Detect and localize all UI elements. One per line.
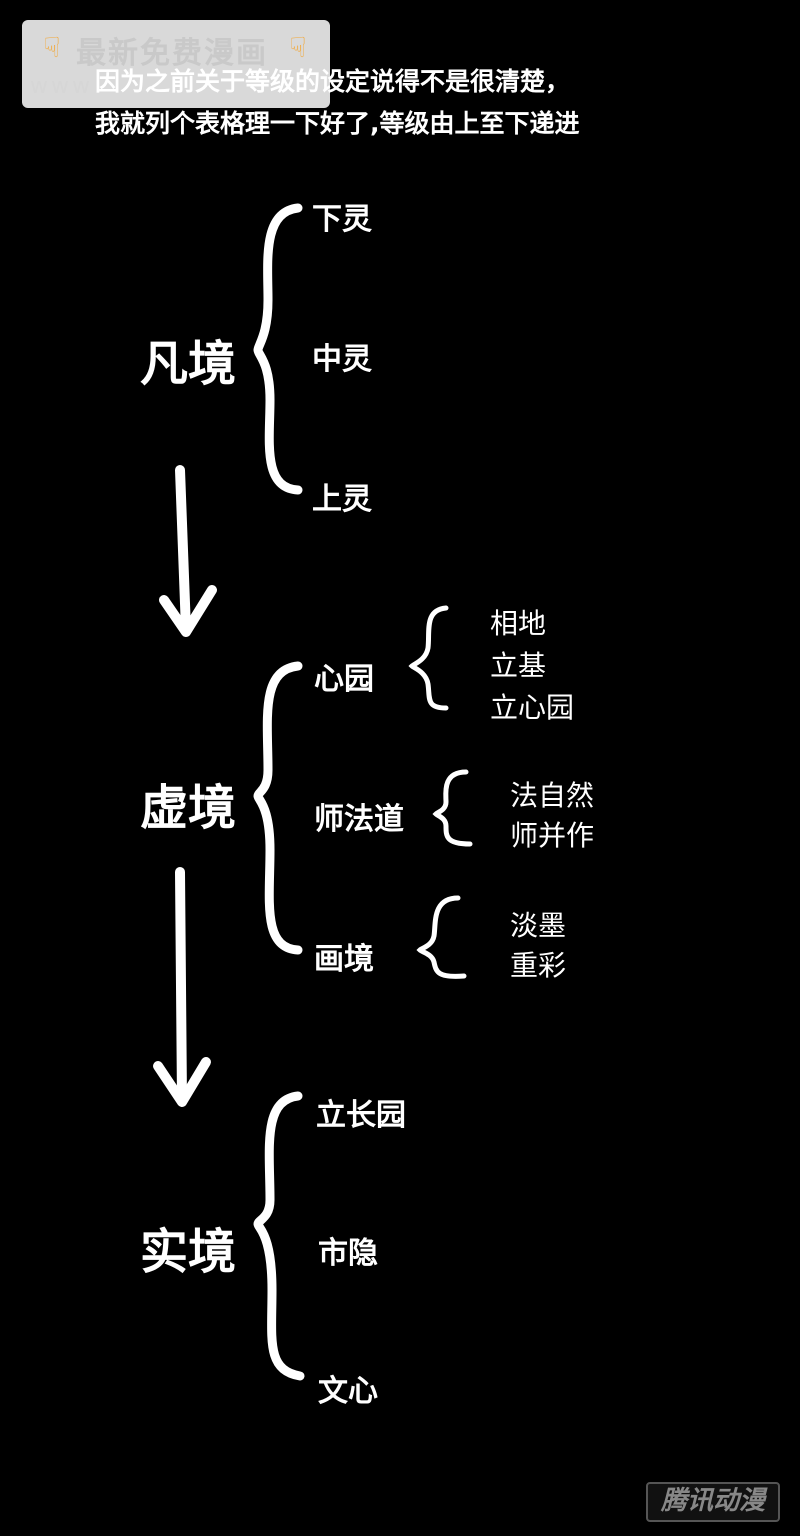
brace-level-3 — [416, 895, 467, 979]
arrow-head-1 — [159, 585, 217, 637]
tencent-comic-logo: 腾讯动漫 — [646, 1482, 780, 1522]
brace-realm-3 — [253, 1091, 305, 1381]
level-label: 画境 — [314, 942, 374, 977]
watermark-title: 最新免费漫画 — [76, 36, 268, 71]
sublevel-label: 法自然 — [510, 779, 595, 812]
brace-realm-2 — [253, 661, 303, 955]
intro-line-1: 因为之前关于等级的设定说得不是很清楚， — [95, 67, 571, 96]
sublevel-label: 立心园 — [490, 691, 575, 724]
sublevel-label: 重彩 — [510, 949, 567, 982]
realm-name: 虚境 — [140, 780, 237, 836]
sublevel-label: 立基 — [490, 649, 547, 682]
level-label: 中灵 — [312, 342, 372, 377]
sublevel-label: 师并作 — [510, 819, 595, 852]
level-label: 上灵 — [312, 482, 372, 517]
intro-line-2: 我就列个表格理一下好了,等级由上至下递进 — [95, 109, 580, 138]
level-label: 心园 — [314, 662, 374, 697]
level-label: 下灵 — [312, 202, 372, 237]
sublevel-label: 淡墨 — [510, 909, 567, 942]
realm-name: 实境 — [140, 1224, 237, 1280]
pointing-down-hand-icon: ☟ — [43, 31, 61, 64]
arrow-head-2 — [153, 1057, 211, 1107]
brace-level-2 — [432, 769, 473, 847]
brace-level-1 — [408, 605, 449, 711]
level-label: 市隐 — [318, 1236, 378, 1271]
arrow-down-2 — [175, 867, 187, 1105]
sublevel-label: 相地 — [490, 607, 547, 640]
realm-name: 凡境 — [140, 336, 237, 392]
level-label: 立长园 — [316, 1098, 406, 1133]
watermark-banner — [22, 20, 330, 108]
pointing-down-hand-icon: ☟ — [289, 31, 307, 64]
level-label: 文心 — [318, 1374, 378, 1409]
level-label: 师法道 — [314, 802, 404, 837]
brace-realm-1 — [253, 203, 303, 495]
watermark-url: www — [30, 74, 93, 99]
arrow-down-1 — [175, 465, 191, 635]
